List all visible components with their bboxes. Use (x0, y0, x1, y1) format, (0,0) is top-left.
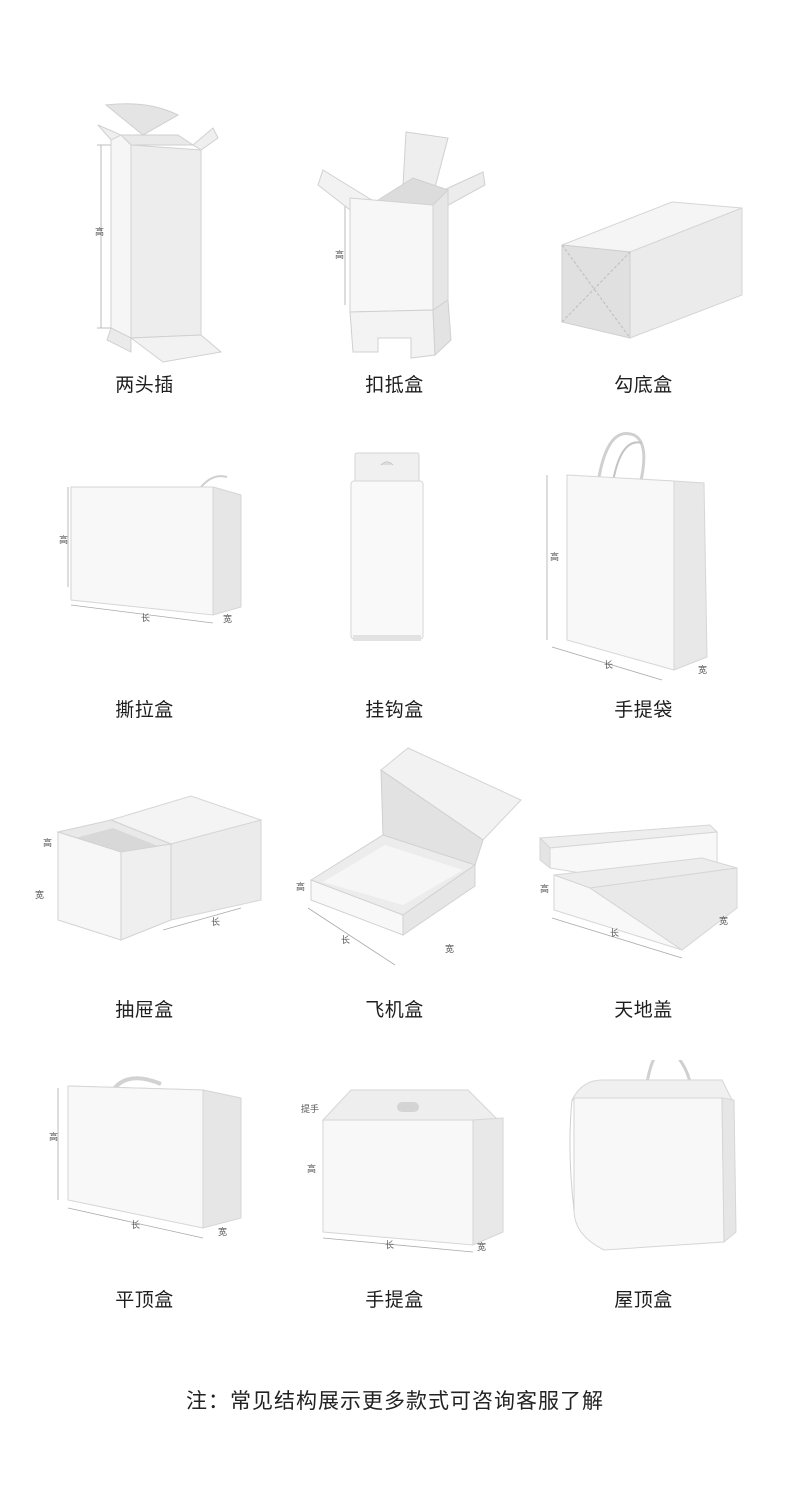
drawer-box-label: 抽屉盒 (115, 999, 174, 1021)
handle-box-illustration: 提手 高 长 宽 (263, 1060, 526, 1290)
dim-height-label: 高 (550, 551, 559, 563)
dim-width-label: 宽 (35, 889, 44, 901)
dim-width-label: 宽 (223, 613, 232, 625)
mailer-box-label: 飞机盒 (365, 999, 424, 1021)
dim-height-label: 高 (307, 1163, 316, 1175)
hang-tab-box-label: 挂钩盒 (365, 699, 424, 721)
dim-length-label: 长 (604, 659, 613, 671)
hang-tab-box-illustration (263, 425, 526, 695)
tear-strip-box-illustration: 高 长 宽 (13, 425, 276, 695)
dim-height-label: 高 (540, 883, 549, 895)
dim-height-label: 高 (49, 1131, 58, 1143)
two-end-tuck-box-illustration: 高 (13, 90, 276, 370)
flat-top-box-illustration: 高 长 宽 (13, 1060, 276, 1290)
dim-length-label: 长 (211, 916, 220, 928)
dim-length-label: 长 (141, 612, 150, 624)
snap-lock-box-illustration: 高 (263, 90, 526, 370)
dim-width-label: 宽 (445, 943, 454, 955)
gable-box-illustration (512, 1060, 775, 1290)
dim-height-label: 高 (43, 837, 52, 849)
paper-bag-illustration: 高 长 宽 (512, 425, 775, 695)
dim-length-label: 长 (131, 1219, 140, 1231)
lid-base-box-label: 天地盖 (614, 999, 673, 1021)
dim-width-label: 宽 (477, 1241, 486, 1253)
crash-lock-box-illustration (512, 90, 775, 370)
dim-height-label: 高 (296, 881, 305, 893)
dim-length-label: 长 (385, 1239, 394, 1251)
dim-height-label: 高 (59, 534, 68, 546)
tear-strip-box-label: 撕拉盒 (115, 699, 174, 721)
dim-length-label: 长 (341, 934, 350, 946)
two-end-tuck-label: 两头插 (115, 374, 174, 396)
crash-lock-box-label: 勾底盒 (614, 374, 673, 396)
dim-width-label: 宽 (698, 664, 707, 676)
handle-box-label: 手提盒 (365, 1289, 424, 1311)
dim-height-label: 高 (335, 249, 344, 261)
gable-box-label: 屋顶盒 (614, 1289, 673, 1311)
dim-length-label: 长 (610, 927, 619, 939)
dim-width-label: 宽 (218, 1226, 227, 1238)
lid-base-box-illustration: 高 长 宽 (512, 740, 775, 1010)
paper-bag-label: 手提袋 (614, 699, 673, 721)
dim-height-label: 高 (95, 226, 104, 238)
snap-lock-box-label: 扣抵盒 (365, 374, 424, 396)
dim-handle-label: 提手 (301, 1103, 319, 1115)
dim-width-label: 宽 (719, 915, 728, 927)
drawer-box-illustration: 高 宽 长 (13, 740, 276, 1010)
footer-note: 注：常见结构展示更多款式可咨询客服了解 (186, 1389, 604, 1413)
flat-top-box-label: 平顶盒 (115, 1289, 174, 1311)
mailer-box-illustration: 高 长 宽 (263, 740, 526, 1010)
